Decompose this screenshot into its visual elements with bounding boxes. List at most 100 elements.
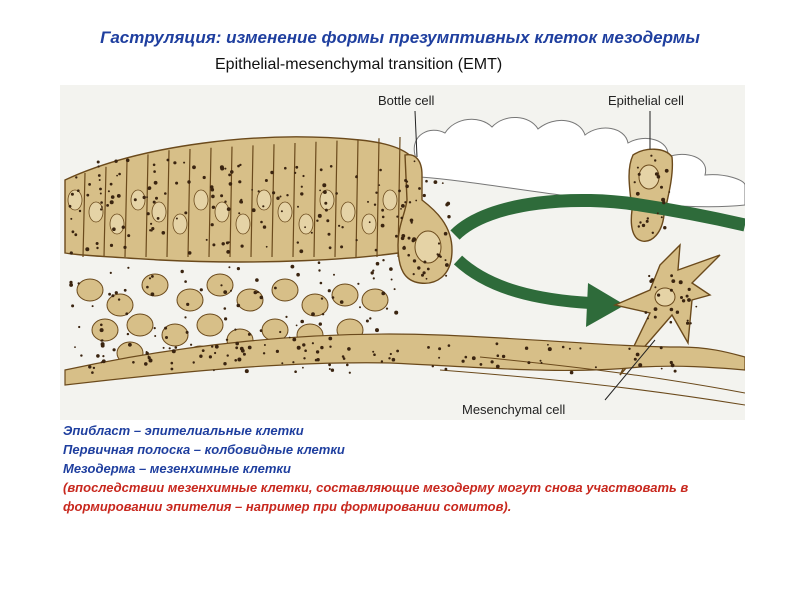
- granule: [373, 203, 377, 206]
- granule: [295, 324, 298, 327]
- granule: [108, 292, 111, 296]
- granule: [205, 238, 208, 241]
- granule: [378, 184, 381, 186]
- granule: [443, 231, 448, 236]
- granule: [202, 175, 206, 180]
- granule: [208, 355, 212, 359]
- granule: [367, 200, 369, 203]
- epiblast-nucleus: [214, 201, 230, 223]
- granule: [238, 180, 242, 184]
- granule: [394, 310, 399, 315]
- granule: [663, 226, 667, 230]
- granule: [328, 336, 333, 341]
- granule: [209, 185, 214, 189]
- granule: [151, 227, 155, 231]
- granule: [670, 363, 675, 368]
- granule: [328, 368, 331, 370]
- granule: [152, 200, 156, 204]
- granule: [187, 180, 191, 184]
- granule: [297, 205, 299, 208]
- granule: [214, 344, 219, 349]
- granule: [281, 362, 284, 365]
- granule: [274, 286, 277, 290]
- granule: [187, 251, 192, 255]
- granule: [300, 319, 304, 324]
- granule: [646, 317, 649, 320]
- granule: [671, 279, 676, 283]
- granule: [228, 266, 231, 269]
- lower-arrow-head: [586, 283, 625, 327]
- granule: [633, 357, 637, 361]
- granule: [234, 359, 237, 362]
- granule: [146, 212, 150, 216]
- granule: [154, 335, 157, 337]
- granule: [633, 181, 636, 184]
- granule: [441, 182, 444, 184]
- granule: [311, 312, 315, 316]
- granule: [161, 231, 166, 235]
- granule: [236, 267, 240, 271]
- granule: [425, 179, 428, 183]
- granule: [91, 371, 94, 374]
- granule: [95, 242, 99, 245]
- granule: [226, 250, 231, 254]
- granule: [175, 217, 178, 220]
- granule: [226, 207, 231, 211]
- ingressed-cell: [91, 318, 119, 342]
- granule: [355, 239, 358, 242]
- granule: [404, 201, 407, 204]
- granule: [388, 357, 391, 360]
- granule: [495, 342, 499, 346]
- granule: [100, 201, 103, 204]
- granule: [317, 213, 322, 218]
- granule: [259, 329, 263, 332]
- granule: [88, 183, 91, 186]
- granule: [170, 367, 174, 371]
- ingressed-cell: [161, 323, 189, 347]
- granule: [280, 210, 283, 213]
- granule: [547, 347, 552, 352]
- granule: [242, 352, 246, 356]
- granule: [224, 167, 227, 170]
- granule: [669, 360, 673, 365]
- granule: [495, 364, 500, 369]
- granule: [421, 273, 424, 277]
- granule: [148, 277, 152, 280]
- ingressed-cell: [331, 283, 359, 307]
- granule: [400, 208, 402, 210]
- granule: [185, 330, 189, 334]
- granule: [635, 352, 640, 357]
- granule: [262, 225, 267, 229]
- granule: [286, 194, 289, 197]
- granule: [264, 179, 268, 182]
- granule: [71, 230, 75, 234]
- granule: [234, 328, 237, 331]
- granule: [304, 226, 306, 229]
- epiblast-nucleus: [193, 189, 209, 211]
- epithelial-cell-label: Epithelial cell: [608, 93, 684, 108]
- granule: [199, 288, 203, 292]
- granule: [660, 216, 663, 219]
- granule: [70, 192, 74, 196]
- granule: [96, 160, 100, 164]
- granule: [126, 332, 130, 336]
- granule: [412, 273, 415, 276]
- granule: [436, 253, 439, 256]
- epiblast-nucleus: [340, 201, 356, 223]
- granule: [644, 311, 648, 314]
- granule: [78, 209, 82, 213]
- granule: [561, 345, 565, 349]
- granule: [341, 226, 344, 229]
- granule: [155, 196, 158, 200]
- granule: [98, 179, 101, 181]
- granule: [338, 224, 341, 227]
- granule: [102, 355, 105, 358]
- granule: [70, 217, 73, 220]
- granule: [294, 171, 297, 174]
- granule: [288, 336, 291, 339]
- granule: [272, 191, 276, 195]
- granule: [109, 271, 112, 274]
- granule: [445, 203, 449, 207]
- granule: [423, 260, 427, 264]
- granule: [144, 362, 148, 366]
